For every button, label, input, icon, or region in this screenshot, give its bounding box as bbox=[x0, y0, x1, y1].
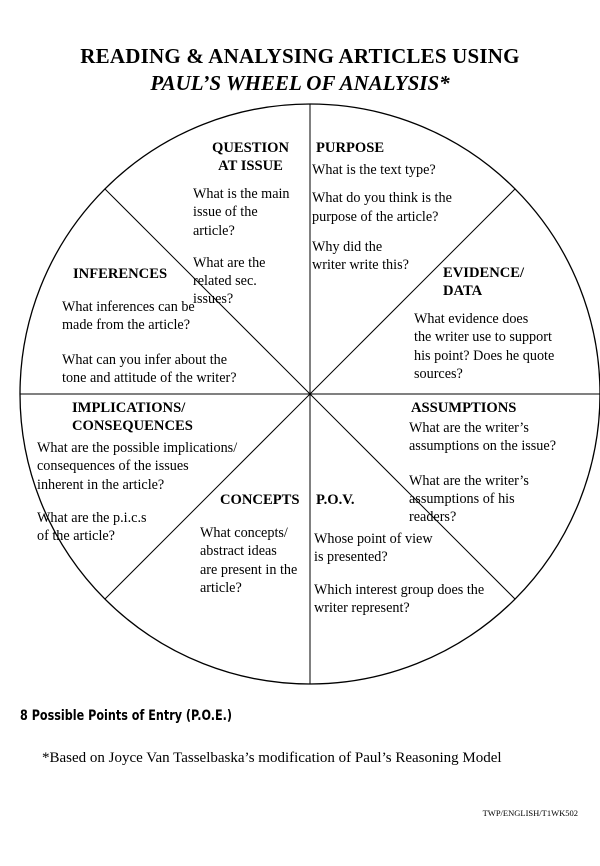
prompts-assumptions: What are the writer’s assumptions on the… bbox=[409, 420, 556, 526]
divider-diagonal-b bbox=[104, 188, 516, 600]
prompts-question-at-issue: What is the main issue of the article? W… bbox=[193, 186, 290, 308]
prompts-inferences: What inferences can be made from the art… bbox=[62, 299, 237, 386]
title-line-2: PAUL’S WHEEL OF ANALYSIS* bbox=[150, 71, 450, 95]
document-code: TWP/ENGLISH/T1WK502 bbox=[482, 808, 578, 818]
label-question-at-issue: QUESTION AT ISSUE bbox=[212, 140, 290, 174]
label-purpose: PURPOSE bbox=[316, 140, 385, 156]
label-evidence-data: EVIDENCE/ DATA bbox=[443, 265, 525, 299]
label-concepts: CONCEPTS bbox=[220, 492, 300, 508]
prompts-purpose: What is the text type? What do you think… bbox=[312, 162, 452, 274]
prompts-implications-consequences: What are the possible implications/ cons… bbox=[37, 440, 238, 545]
footnote: *Based on Joyce Van Tasselbaska’s modifi… bbox=[42, 750, 502, 766]
title-line-1: READING & ANALYSING ARTICLES USING bbox=[80, 44, 520, 68]
prompts-evidence-data: What evidence does the writer use to sup… bbox=[414, 311, 555, 382]
label-assumptions: ASSUMPTIONS bbox=[411, 400, 517, 416]
poe-heading: 8 Possible Points of Entry (P.O.E.) bbox=[20, 708, 233, 724]
prompts-concepts: What concepts/ abstract ideas are presen… bbox=[200, 525, 298, 596]
label-inferences: INFERENCES bbox=[73, 266, 168, 282]
label-implications-consequences: IMPLICATIONS/ CONSEQUENCES bbox=[72, 400, 193, 434]
label-pov: P.O.V. bbox=[316, 492, 355, 508]
prompts-pov: Whose point of view is presented? Which … bbox=[314, 531, 485, 616]
